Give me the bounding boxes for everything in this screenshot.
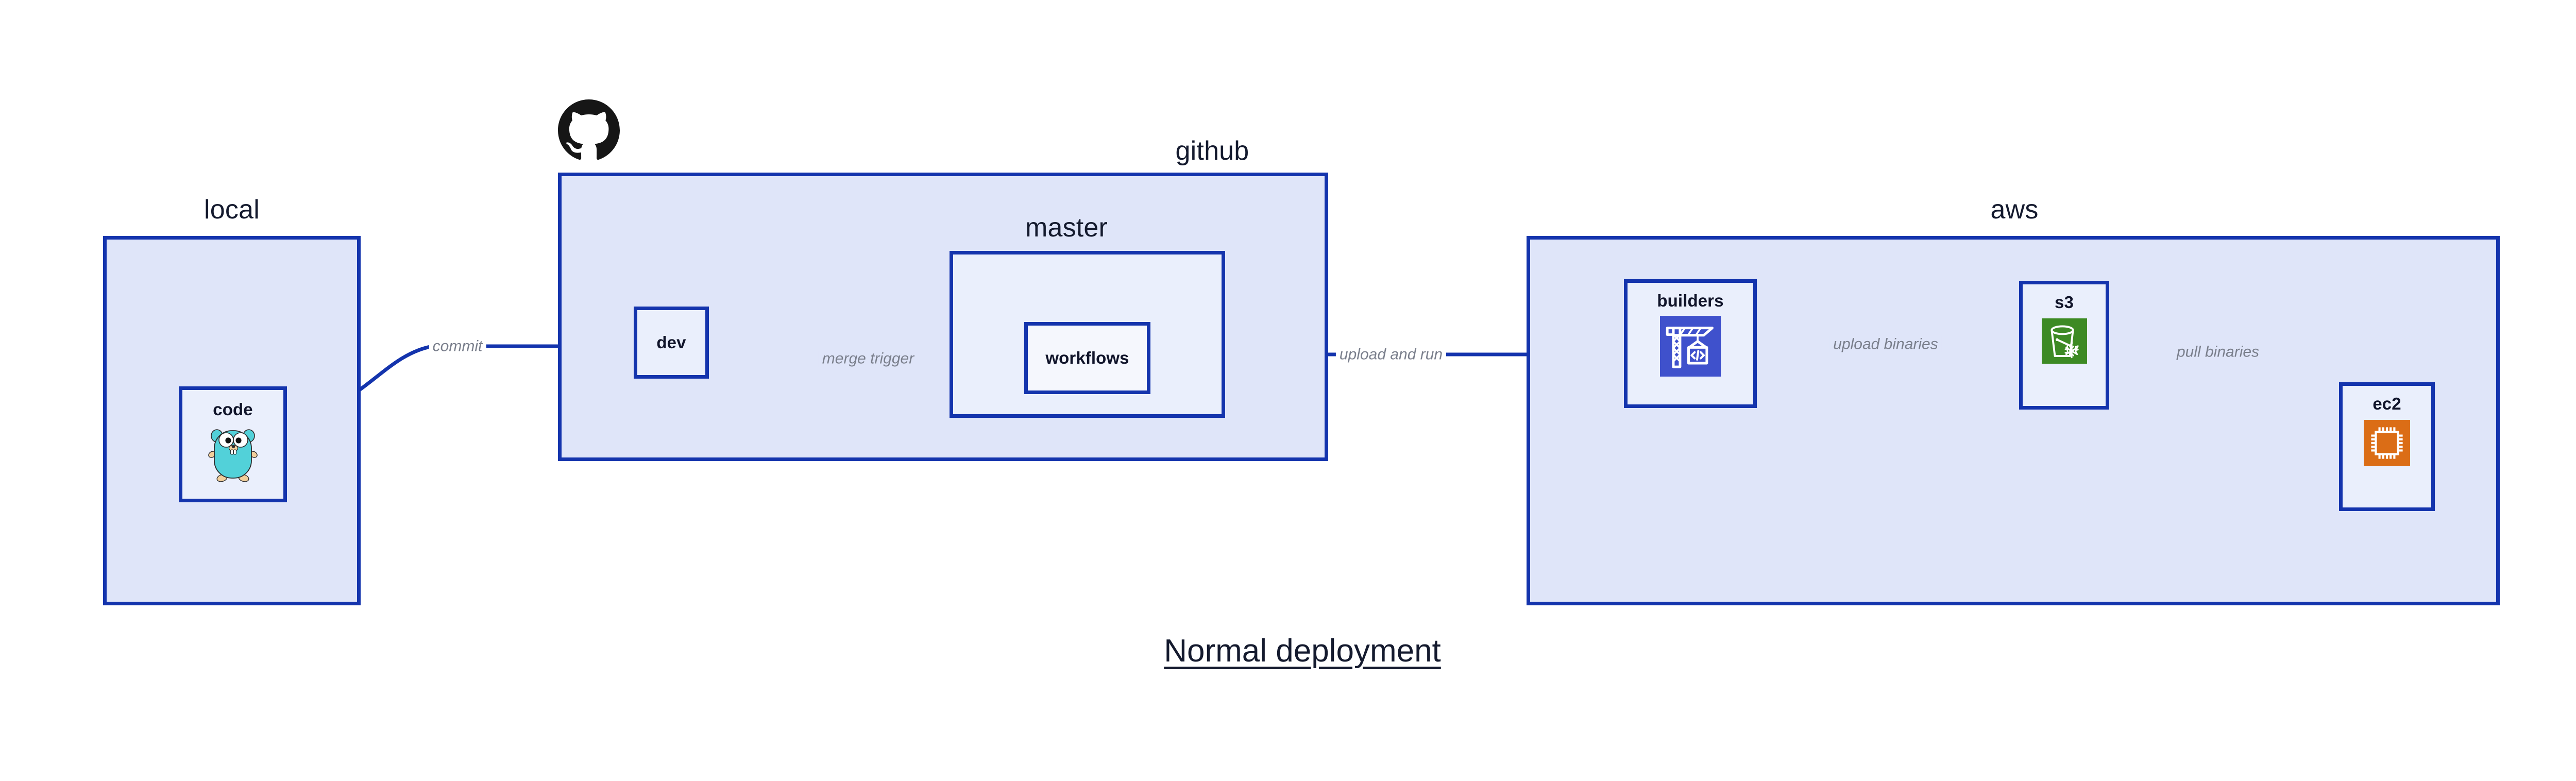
- node-s3[interactable]: s3: [2019, 281, 2109, 410]
- edge-label-upload-binaries: upload binaries: [1829, 336, 1942, 352]
- node-builders[interactable]: builders: [1624, 279, 1757, 408]
- group-label-aws: aws: [1990, 195, 2039, 225]
- group-label-master: master: [1025, 213, 1108, 243]
- edge-label-upload-and-run: upload and run: [1335, 346, 1447, 363]
- aws-ec2-chip-icon: [2364, 420, 2410, 466]
- node-builders-label: builders: [1657, 291, 1724, 310]
- aws-s3-glacier-bucket-icon: [2041, 318, 2087, 364]
- diagram-title: Normal deployment: [1164, 633, 1441, 669]
- edge-label-pull-binaries: pull binaries: [2176, 343, 2260, 361]
- node-workflows-label: workflows: [1045, 348, 1129, 367]
- github-octocat-icon: [558, 99, 620, 164]
- aws-codebuild-crane-icon: [1660, 316, 1721, 377]
- edge-label-commit: commit: [429, 338, 486, 354]
- group-label-github: github: [1175, 136, 1249, 166]
- node-ec2[interactable]: ec2: [2339, 382, 2435, 511]
- node-dev-label: dev: [656, 333, 686, 352]
- go-gopher-icon: [207, 425, 259, 482]
- node-dev[interactable]: dev: [634, 307, 709, 379]
- node-code-label: code: [213, 400, 253, 419]
- group-label-local: local: [204, 195, 260, 225]
- edge-label-merge-trigger: merge trigger: [818, 350, 918, 367]
- node-code[interactable]: code: [179, 386, 287, 502]
- node-ec2-label: ec2: [2372, 394, 2401, 413]
- node-s3-label: s3: [2055, 293, 2074, 312]
- node-workflows[interactable]: workflows: [1024, 322, 1150, 394]
